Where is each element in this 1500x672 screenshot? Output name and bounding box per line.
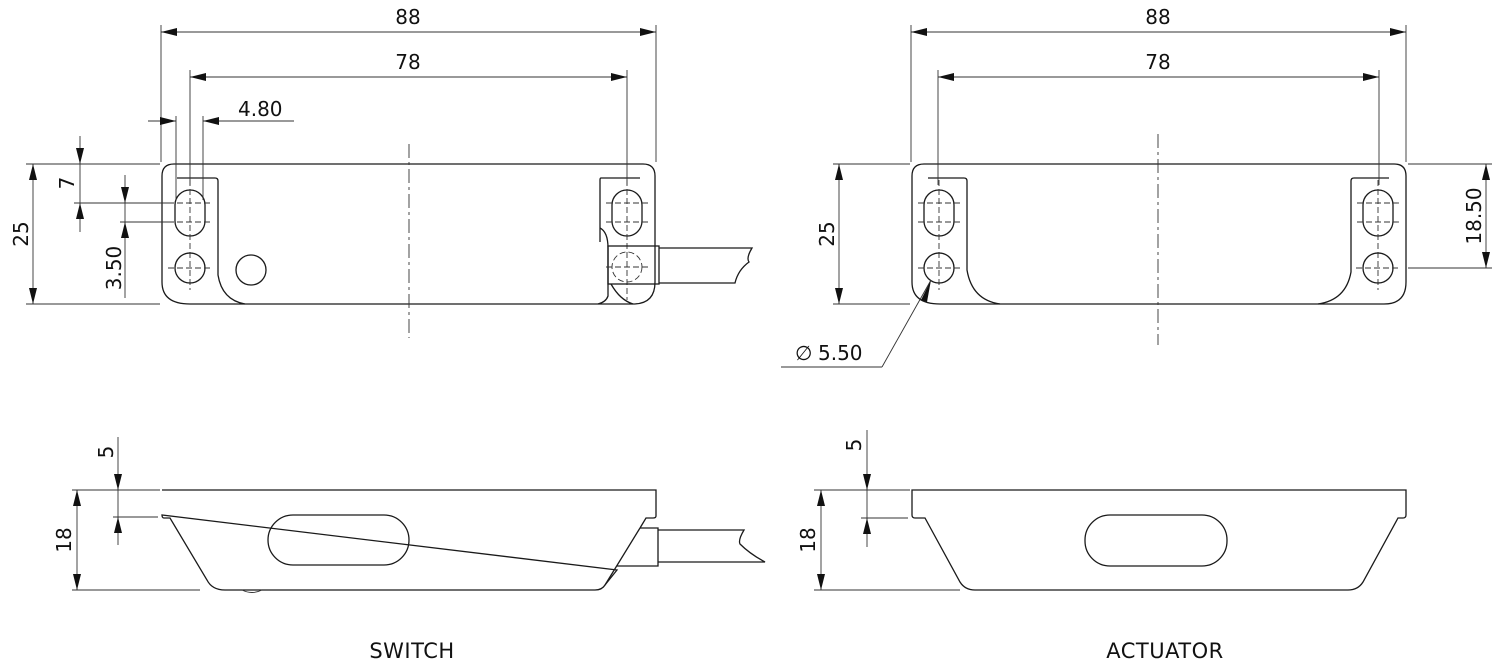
- switch-top-view: 88 78 4.80 25 7 3.50: [9, 5, 754, 338]
- switch-caption: SWITCH: [369, 639, 454, 663]
- switch-dim-slot-vertical: 3.50: [102, 246, 126, 291]
- switch-dim-slot-length: 7: [55, 177, 79, 190]
- actuator-side-dim-height: 18: [796, 527, 820, 552]
- led-indicator: [235, 254, 267, 286]
- cable: [659, 247, 754, 284]
- switch-dim-height: 25: [9, 221, 33, 246]
- switch-side-dim-flange: 5: [94, 446, 118, 459]
- switch-side-cable: [658, 529, 766, 563]
- switch-dim-overall-length: 88: [395, 5, 420, 29]
- actuator-dim-hole-diameter-symbol: ∅: [795, 341, 812, 365]
- actuator-side-outline: [911, 489, 1407, 591]
- switch-side-window: [267, 514, 410, 566]
- actuator-dim-height: 25: [815, 221, 839, 246]
- actuator-body-outline: [911, 163, 1407, 305]
- actuator-dim-hole-vertical: 18.50: [1462, 187, 1486, 244]
- actuator-side-dim-flange: 5: [842, 439, 866, 452]
- switch-body-outline: [161, 163, 656, 305]
- switch-side-outline: [161, 489, 657, 591]
- cable-gland: [607, 245, 660, 285]
- switch-side-view: 18 5 SWITCH: [52, 437, 766, 663]
- switch-dim-hole-spacing: 78: [395, 50, 420, 74]
- switch-side-dim-height: 18: [52, 527, 76, 552]
- actuator-dim-hole-spacing: 78: [1145, 50, 1170, 74]
- actuator-dim-hole-diameter: 5.50: [818, 341, 863, 365]
- switch-dim-slot-width: 4.80: [238, 97, 283, 121]
- actuator-side-view: 18 5 ACTUATOR: [796, 430, 1407, 663]
- actuator-side-window: [1084, 514, 1228, 567]
- actuator-top-view: 88 78 25 18.50 ∅ 5.50: [781, 5, 1492, 368]
- actuator-caption: ACTUATOR: [1106, 639, 1224, 663]
- actuator-dim-overall-length: 88: [1145, 5, 1170, 29]
